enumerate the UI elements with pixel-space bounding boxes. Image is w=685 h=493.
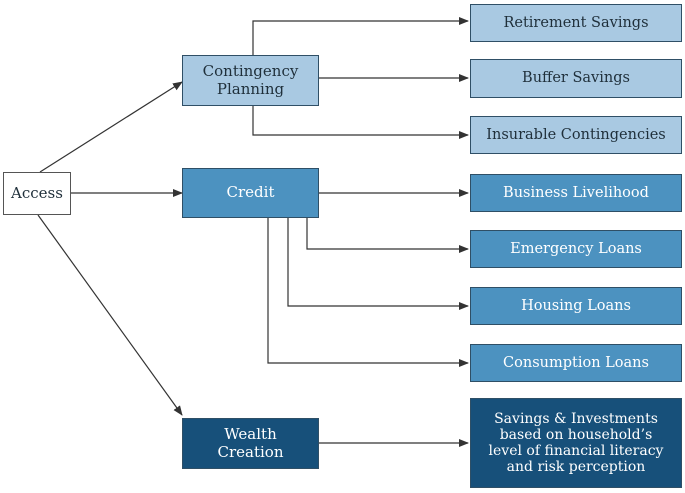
emergency-loans-node: Emergency Loans (470, 230, 682, 268)
consumption-loans-node: Consumption Loans (470, 344, 682, 382)
business-livelihood-node: Business Livelihood (470, 174, 682, 212)
retirement-savings-label: Retirement Savings (503, 14, 649, 31)
savings-investments-label: Savings & Investments based on household… (488, 410, 664, 476)
insurable-contingencies-label: Insurable Contingencies (486, 126, 666, 143)
access-label: Access (11, 183, 63, 202)
wealth-creation-node: Wealth Creation (182, 418, 319, 469)
retirement-savings-node: Retirement Savings (470, 4, 682, 42)
buffer-savings-label: Buffer Savings (522, 70, 630, 87)
business-livelihood-label: Business Livelihood (503, 184, 649, 201)
contingency-planning-label: Contingency Planning (202, 62, 299, 98)
arrow-access-to-contingency (39, 81, 183, 173)
consumption-loans-label: Consumption Loans (503, 354, 649, 371)
buffer-savings-node: Buffer Savings (470, 59, 682, 98)
access-node: Access (3, 172, 71, 215)
arrow-credit-to-consumption (267, 218, 469, 367)
housing-loans-node: Housing Loans (470, 287, 682, 325)
arrow-credit-to-housing (287, 218, 469, 310)
wealth-creation-label: Wealth Creation (217, 425, 284, 461)
emergency-loans-label: Emergency Loans (510, 240, 642, 257)
credit-node: Credit (182, 168, 319, 218)
contingency-planning-node: Contingency Planning (182, 55, 319, 106)
arrow-credit-to-emergency (306, 218, 469, 253)
insurable-contingencies-node: Insurable Contingencies (470, 116, 682, 154)
arrow-access-to-wealth (37, 214, 183, 416)
arrow-contingency-to-retirement (252, 17, 469, 55)
savings-investments-node: Savings & Investments based on household… (470, 398, 682, 488)
credit-label: Credit (226, 183, 275, 202)
arrow-contingency-to-insurable (252, 106, 469, 139)
housing-loans-label: Housing Loans (521, 297, 631, 314)
